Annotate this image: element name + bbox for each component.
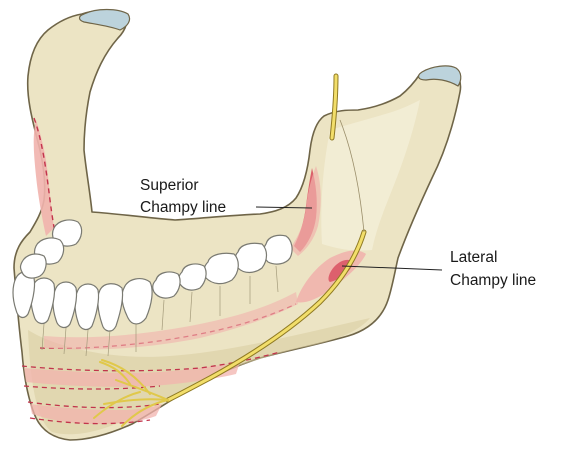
superior-label-line2: Champy line [140, 199, 226, 216]
lateral-label-line1: Lateral [450, 249, 497, 266]
molar-2 [235, 243, 267, 272]
molar-1 [263, 235, 292, 264]
lateral-label-line2: Champy line [450, 272, 536, 289]
superior-label-line1: Superior [140, 177, 199, 194]
